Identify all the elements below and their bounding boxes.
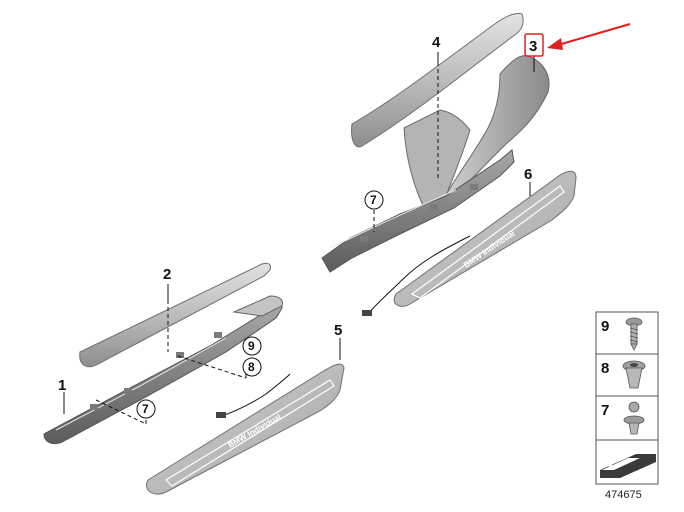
- callout-6: 6: [524, 166, 532, 183]
- part-5-illuminated-sill-plate: BMW Individual: [146, 363, 345, 495]
- callout-3-highlight-box: [524, 33, 544, 57]
- part-3-pillar-trim: [321, 55, 550, 273]
- cable-lower-connector: [216, 412, 226, 418]
- cable-lower: [221, 373, 291, 417]
- flat-part-arrow-icon: [600, 454, 656, 478]
- callout-1: 1: [58, 377, 66, 394]
- callout-3: 3: [529, 38, 537, 55]
- document-number: 474675: [605, 489, 642, 501]
- key-number-7: 7: [601, 402, 609, 419]
- callout-9: 9: [248, 339, 255, 353]
- callout-7-lower: 7: [142, 402, 149, 416]
- screw-icon: [625, 317, 643, 351]
- callout-9-circle: [242, 336, 262, 356]
- cable-upper: [367, 235, 471, 315]
- cable-upper-connector: [362, 310, 372, 316]
- fastener-key: 9 8 7: [595, 311, 659, 485]
- callout-2: 2: [163, 266, 171, 283]
- callout-7-upper-circle: [364, 190, 384, 210]
- part-1-carrier-rail: [43, 295, 283, 445]
- part-2-cover-strip: [79, 262, 271, 368]
- key-number-8: 8: [601, 360, 609, 377]
- callout-4: 4: [432, 34, 441, 51]
- callout-8-circle: [242, 357, 262, 377]
- expanding-nut-icon: [622, 360, 646, 389]
- red-arrow-icon: [547, 23, 631, 50]
- callout-5: 5: [334, 322, 342, 339]
- part-4-trim-strip: [351, 13, 524, 148]
- callout-7-upper: 7: [370, 193, 377, 207]
- key-number-9: 9: [601, 318, 609, 335]
- callout-7-lower-circle: [136, 399, 156, 419]
- clip-rivet-icon: [623, 401, 645, 435]
- callout-8: 8: [248, 360, 255, 374]
